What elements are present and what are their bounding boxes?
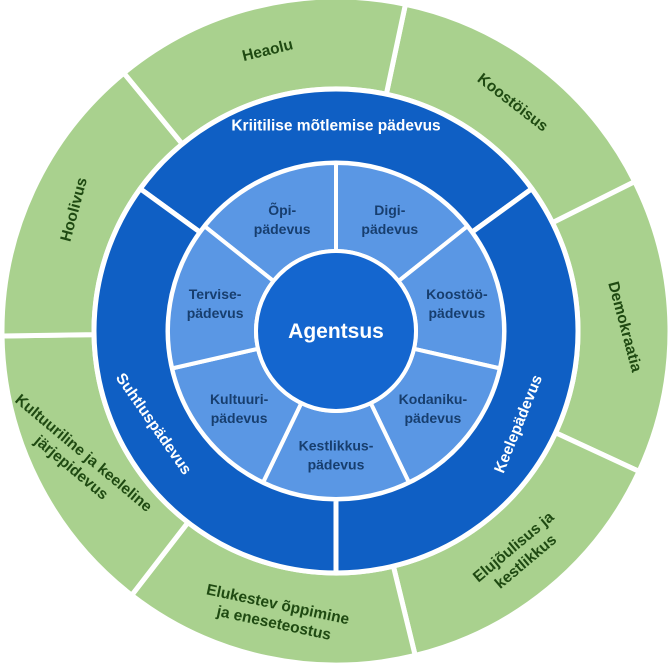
inner-label-line: Kultuuri-	[210, 391, 269, 407]
inner-label-line: Digi-	[374, 202, 405, 218]
inner-segment-label: Kestlikkus-pädevus	[299, 438, 374, 473]
inner-segment-label: Kultuuri-pädevus	[210, 391, 269, 426]
inner-label-line: pädevus	[361, 221, 418, 237]
inner-label-line: Tervise-	[189, 286, 242, 302]
inner-label-line: pädevus	[211, 410, 268, 426]
inner-segment-label: Õpi-pädevus	[254, 201, 311, 237]
center-label: Agentsus	[288, 320, 384, 343]
inner-label-line: Õpi-	[268, 201, 296, 218]
inner-label-line: pädevus	[308, 457, 365, 473]
inner-label-line: pädevus	[254, 221, 311, 237]
inner-label-line: Kodaniku-	[399, 391, 468, 407]
center-group: Agentsus	[254, 249, 418, 413]
center-circle	[254, 249, 418, 413]
inner-label-line: pädevus	[428, 305, 485, 321]
middle-segment-label: Kriitilise mõtlemise pädevus	[231, 118, 440, 135]
inner-label-line: Koostöö-	[426, 286, 488, 302]
inner-segment-label: Digi-pädevus	[361, 202, 418, 237]
inner-label-line: pädevus	[187, 305, 244, 321]
inner-segment-label: Tervise-pädevus	[187, 286, 244, 321]
inner-ring: Õpi-pädevusDigi-pädevusKoostöö-pädevusKo…	[166, 161, 506, 501]
inner-label-line: Kestlikkus-	[299, 438, 374, 454]
inner-segment-label: Kodaniku-pädevus	[399, 391, 468, 426]
inner-segment-label: Koostöö-pädevus	[426, 286, 488, 321]
inner-label-line: pädevus	[404, 410, 461, 426]
